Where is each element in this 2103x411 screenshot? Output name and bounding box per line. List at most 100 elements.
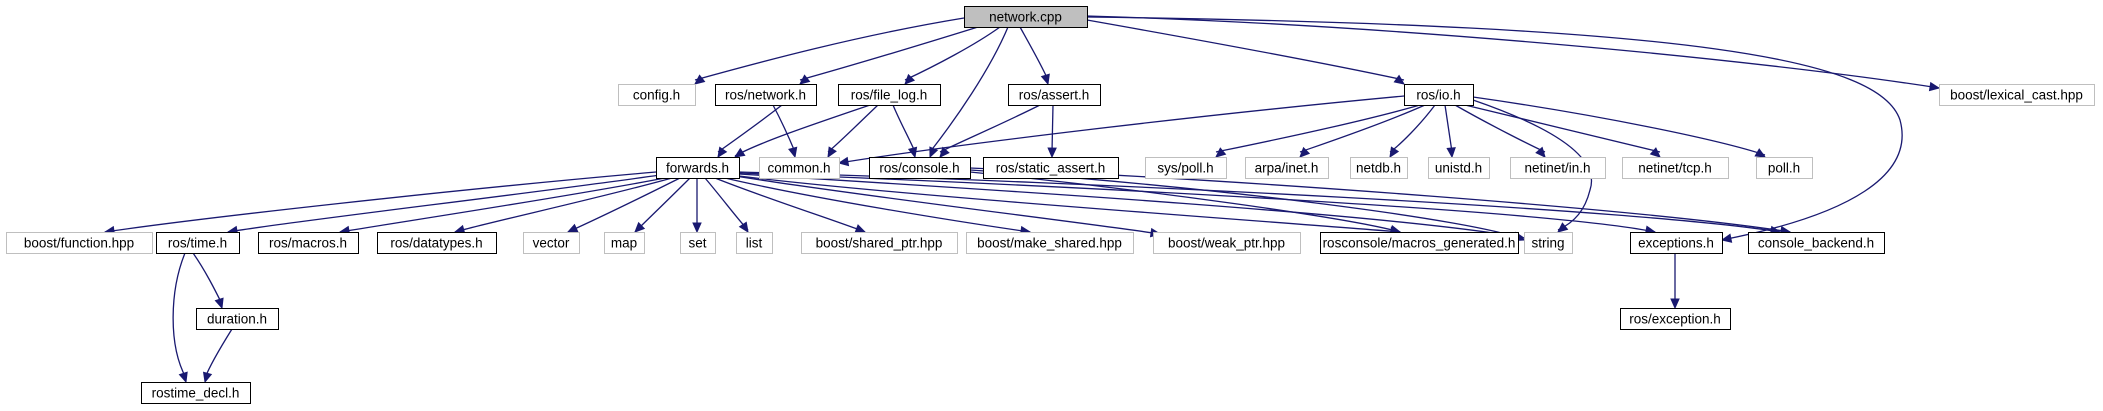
node-forwards[interactable]: forwards.h [655, 156, 741, 180]
edge-line [339, 177, 666, 233]
node-static-assert[interactable]: ros/static_assert.h [982, 156, 1120, 180]
edge-line [694, 17, 965, 81]
node-console[interactable]: ros/console.h [868, 156, 972, 180]
node-box [1144, 156, 1228, 180]
edge-arrowhead [1389, 146, 1400, 159]
dependency-edge [694, 17, 965, 85]
node-assert[interactable]: ros/assert.h [1007, 83, 1102, 107]
edge-line [738, 171, 1781, 233]
node-label: boost/weak_ptr.hpp [1168, 236, 1285, 251]
dependency-edge [733, 104, 871, 158]
node-shared-ptr: boost/shared_ptr.hpp [800, 231, 959, 255]
edge-line [892, 104, 916, 153]
node-ros-datatypes[interactable]: ros/datatypes.h [376, 231, 498, 255]
edge-line [799, 26, 979, 81]
edge-line [1389, 104, 1436, 153]
dependency-edge [799, 26, 979, 85]
node-label: boost/make_shared.hpp [977, 236, 1122, 251]
node-box [800, 231, 959, 255]
edge-arrowhead [733, 147, 746, 158]
node-box [1755, 156, 1814, 180]
dependency-edge [892, 104, 918, 159]
dependency-edge [1389, 104, 1436, 159]
edge-arrowhead [566, 223, 579, 233]
dependency-edge [772, 104, 798, 159]
edge-line [1086, 16, 1903, 241]
edge-line [454, 177, 673, 233]
node-label: rostime_decl.h [152, 386, 240, 401]
node-make-shared: boost/make_shared.hpp [965, 231, 1135, 255]
dependency-edge [704, 177, 749, 234]
edge-line [772, 104, 796, 153]
dependency-edge [172, 252, 188, 384]
edge-line [734, 104, 871, 157]
dependency-edge [1670, 253, 1680, 310]
dependency-edge [939, 104, 1041, 158]
edge-line [939, 104, 1041, 153]
edge-arrowhead [854, 224, 867, 234]
node-box [714, 83, 818, 107]
edge-arrowhead [799, 74, 811, 85]
dependency-edge [837, 95, 1405, 167]
node-box [1349, 156, 1409, 180]
node-box [140, 381, 252, 405]
node-console-backend[interactable]: console_backend.h [1747, 231, 1886, 255]
node-ros-time[interactable]: ros/time.h [155, 231, 241, 255]
edge-arrowhead [1393, 74, 1405, 85]
node-box [963, 5, 1089, 29]
node-io[interactable]: ros/io.h [1403, 83, 1475, 107]
dependency-edge [202, 328, 233, 384]
node-box [5, 231, 154, 255]
edge-line [734, 175, 1161, 235]
node-duration[interactable]: duration.h [195, 307, 280, 331]
node-map: map [603, 231, 646, 255]
dependency-edge [1215, 104, 1421, 158]
node-ros-macros[interactable]: ros/macros.h [257, 231, 360, 255]
node-file-log[interactable]: ros/file_log.h [837, 83, 942, 107]
node-box [1427, 156, 1491, 180]
node-box [155, 231, 241, 255]
node-box [603, 231, 646, 255]
edge-line [172, 252, 187, 379]
node-label: console_backend.h [1758, 236, 1874, 251]
node-rostime-decl[interactable]: rostime_decl.h [140, 381, 252, 405]
edge-line [1086, 15, 1940, 89]
dependency-edge [1047, 104, 1057, 159]
node-label: boost/shared_ptr.hpp [816, 236, 943, 251]
node-label: duration.h [207, 312, 267, 327]
node-ros-network[interactable]: ros/network.h [714, 83, 818, 107]
node-label: netdb.h [1356, 161, 1401, 176]
node-box [758, 156, 841, 180]
node-root: network.cpp [963, 5, 1089, 29]
node-label: network.cpp [989, 10, 1062, 25]
edge-arrowhead [1040, 73, 1050, 86]
edge-arrowhead [178, 371, 188, 384]
node-box [522, 231, 581, 255]
edge-line [1215, 104, 1421, 153]
node-label: set [688, 236, 706, 251]
edge-line [1464, 104, 1661, 153]
edge-arrowhead [904, 73, 916, 85]
edge-arrowhead [939, 146, 950, 158]
node-ros-exception[interactable]: ros/exception.h [1619, 307, 1732, 331]
edge-line [1472, 96, 1766, 156]
edge-arrowhead [1928, 81, 1941, 92]
dependency-edge [724, 177, 1032, 236]
node-label: vector [533, 236, 570, 251]
node-box [1403, 83, 1475, 107]
node-vector: vector [522, 231, 581, 255]
edge-line [1444, 104, 1453, 153]
edge-line [192, 252, 223, 305]
node-string: string [1523, 231, 1574, 255]
node-label: rosconsole/macros_generated.h [1323, 236, 1516, 251]
node-macros-generated[interactable]: rosconsole/macros_generated.h [1319, 231, 1520, 255]
dependency-edge [1444, 104, 1456, 159]
dependency-edge [192, 252, 224, 310]
edge-arrowhead [1446, 147, 1456, 159]
node-label: ros/exception.h [1629, 312, 1721, 327]
node-exceptions[interactable]: exceptions.h [1629, 231, 1724, 255]
edge-arrowhead [1754, 148, 1767, 158]
dependency-edge [1472, 96, 1767, 158]
edge-line [1051, 104, 1054, 153]
